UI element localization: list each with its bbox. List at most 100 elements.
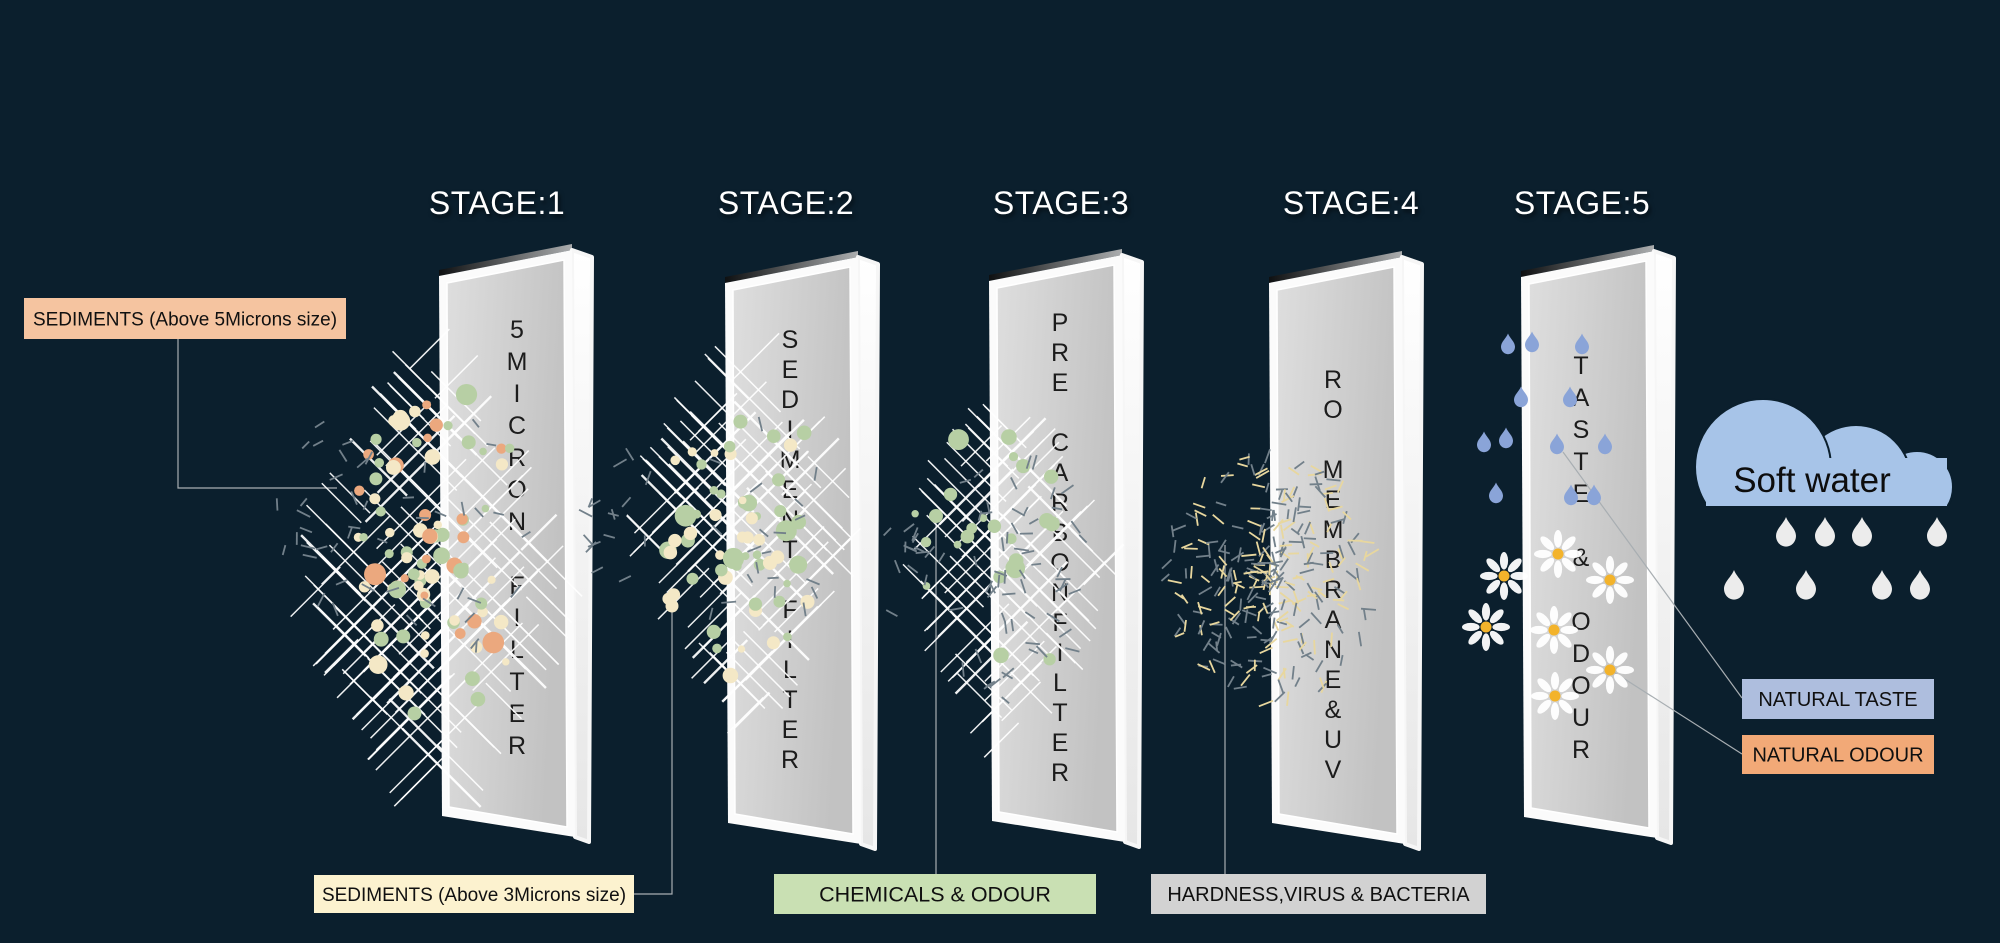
panel-top-edge <box>989 249 1122 281</box>
filter-panel-letter: I <box>514 604 521 632</box>
callout-sediments-3micron: SEDIMENTS (Above 3Microns size) <box>314 875 634 913</box>
filter-panel-letter: S <box>782 326 799 354</box>
panel-side-face <box>1652 249 1676 845</box>
impurity-dashes <box>578 447 652 583</box>
stage-title-3: STAGE:3 <box>993 185 1129 221</box>
stage-title-2: STAGE:2 <box>718 185 854 221</box>
cloud-shape <box>1694 398 1954 506</box>
panel-side-face <box>1400 255 1424 851</box>
impurity-dashes <box>275 420 375 617</box>
filter-panel-stage-2 <box>725 251 880 851</box>
callout-text: SEDIMENTS (Above 5Microns size) <box>33 309 337 330</box>
filter-panel-letter: D <box>781 386 799 414</box>
filter-panel-letter: R <box>1051 759 1069 787</box>
callout-box <box>1151 874 1486 914</box>
filter-panel-letter: E <box>1052 369 1069 397</box>
filter-panel-letter: P <box>1052 309 1069 337</box>
flower-icon <box>1586 646 1634 694</box>
panel-top-edge <box>725 251 858 283</box>
filter-panel-letter: T <box>1573 352 1588 380</box>
callout-text: HARDNESS,VIRUS & BACTERIA <box>1167 884 1470 906</box>
filter-panel-letter: 5 <box>510 316 524 344</box>
flower-icon <box>1586 556 1634 604</box>
flower-icon <box>1530 606 1578 654</box>
callout-natural-taste: NATURAL TASTE <box>1742 679 1934 719</box>
filter-panel-letter: R <box>1051 339 1069 367</box>
filter-panel-letter: I <box>787 416 794 444</box>
line-sediments-5micron <box>177 339 337 489</box>
filter-panel-letter: O <box>1323 396 1342 424</box>
filter-panel-letter: R <box>1324 366 1342 394</box>
flower-icon <box>1531 672 1579 720</box>
filter-panel-letter: R <box>781 746 799 774</box>
filter-panel-letter: C <box>1051 429 1069 457</box>
particles-layer <box>275 328 1634 808</box>
stage-title-4: STAGE:4 <box>1283 185 1419 221</box>
filter-panel-stage-3 <box>989 249 1144 849</box>
impurity-dashes <box>937 454 1088 705</box>
connector-anchor-dot <box>665 599 679 613</box>
panel-side-face <box>856 255 880 851</box>
flower-icon <box>1534 530 1582 578</box>
filter-panel-letter: R <box>1572 736 1590 764</box>
sediment-dots <box>353 383 515 721</box>
particle-cloud-stage-2 <box>578 332 861 734</box>
callout-text: CHEMICALS & ODOUR <box>819 883 1051 907</box>
filter-panel-label: TASTE&ODOUR <box>1571 352 1590 764</box>
filter-panel-label: SEDIMENTFILTER <box>780 326 801 774</box>
filter-panel-letter: T <box>1573 448 1588 476</box>
filter-panel-letter: O <box>1050 549 1069 577</box>
callout-hardness-virus-bacteria: HARDNESS,VIRUS & BACTERIA <box>1151 874 1486 914</box>
panel-top-edge <box>1521 245 1654 277</box>
filter-panel-letter: N <box>1324 636 1342 664</box>
callout-box <box>24 298 346 339</box>
impurity-dashes <box>708 416 820 620</box>
filter-panel-letter: D <box>1572 640 1590 668</box>
callout-natural-odour: NATURAL ODOUR <box>1742 735 1934 774</box>
callout-text: NATURAL TASTE <box>1758 689 1917 711</box>
callout-box <box>774 874 1096 914</box>
sediment-dots <box>911 429 1060 666</box>
panel-face <box>732 266 854 835</box>
filter-panel-letter: N <box>508 508 526 536</box>
callout-box <box>1742 679 1934 719</box>
filter-panel-letter: & <box>1325 696 1342 724</box>
flower-icon <box>1462 603 1510 651</box>
sediment-dots <box>659 414 815 684</box>
soft-water-cloud-layer: Soft water <box>1694 398 1954 600</box>
panel-face <box>1276 266 1398 835</box>
particle-cloud-stage-1 <box>275 328 583 808</box>
filter-panel-letter: L <box>783 656 797 684</box>
filter-panel-letter: L <box>1053 669 1067 697</box>
filter-panel-letter: R <box>1324 576 1342 604</box>
callout-labels-layer: SEDIMENTS (Above 5Microns size)SEDIMENTS… <box>24 298 1934 914</box>
soft-water-cloud: Soft water <box>1694 398 1954 600</box>
filter-panel-letter: E <box>782 356 799 384</box>
filter-panel-letter: E <box>782 716 799 744</box>
filter-panel-letter: V <box>1325 756 1342 784</box>
filter-panel-letter: E <box>1325 666 1342 694</box>
flower-icon <box>1480 552 1528 600</box>
impurity-dashes <box>377 418 531 653</box>
filter-panel-letter: A <box>1325 606 1342 634</box>
panel-face <box>1528 260 1650 829</box>
callout-chemicals-odour: CHEMICALS & ODOUR <box>774 874 1096 914</box>
filter-panel-letter: T <box>782 686 797 714</box>
filter-panel-letter: T <box>509 668 524 696</box>
filter-panel-letter: C <box>508 412 526 440</box>
stage-title-5: STAGE:5 <box>1514 185 1650 221</box>
filter-panel-letter: E <box>1052 729 1069 757</box>
callout-box <box>314 875 634 913</box>
soft-water-text: Soft water <box>1733 461 1891 500</box>
filter-panel-letter: M <box>1323 456 1344 484</box>
mesh-crosshatch <box>902 403 1125 758</box>
panel-top-edge <box>1269 251 1402 283</box>
filter-panel-stage-4 <box>1269 251 1424 851</box>
filter-panel-letter: M <box>1323 516 1344 544</box>
callout-box <box>1742 735 1934 774</box>
callout-sediments-5micron: SEDIMENTS (Above 5Microns size) <box>24 298 346 339</box>
